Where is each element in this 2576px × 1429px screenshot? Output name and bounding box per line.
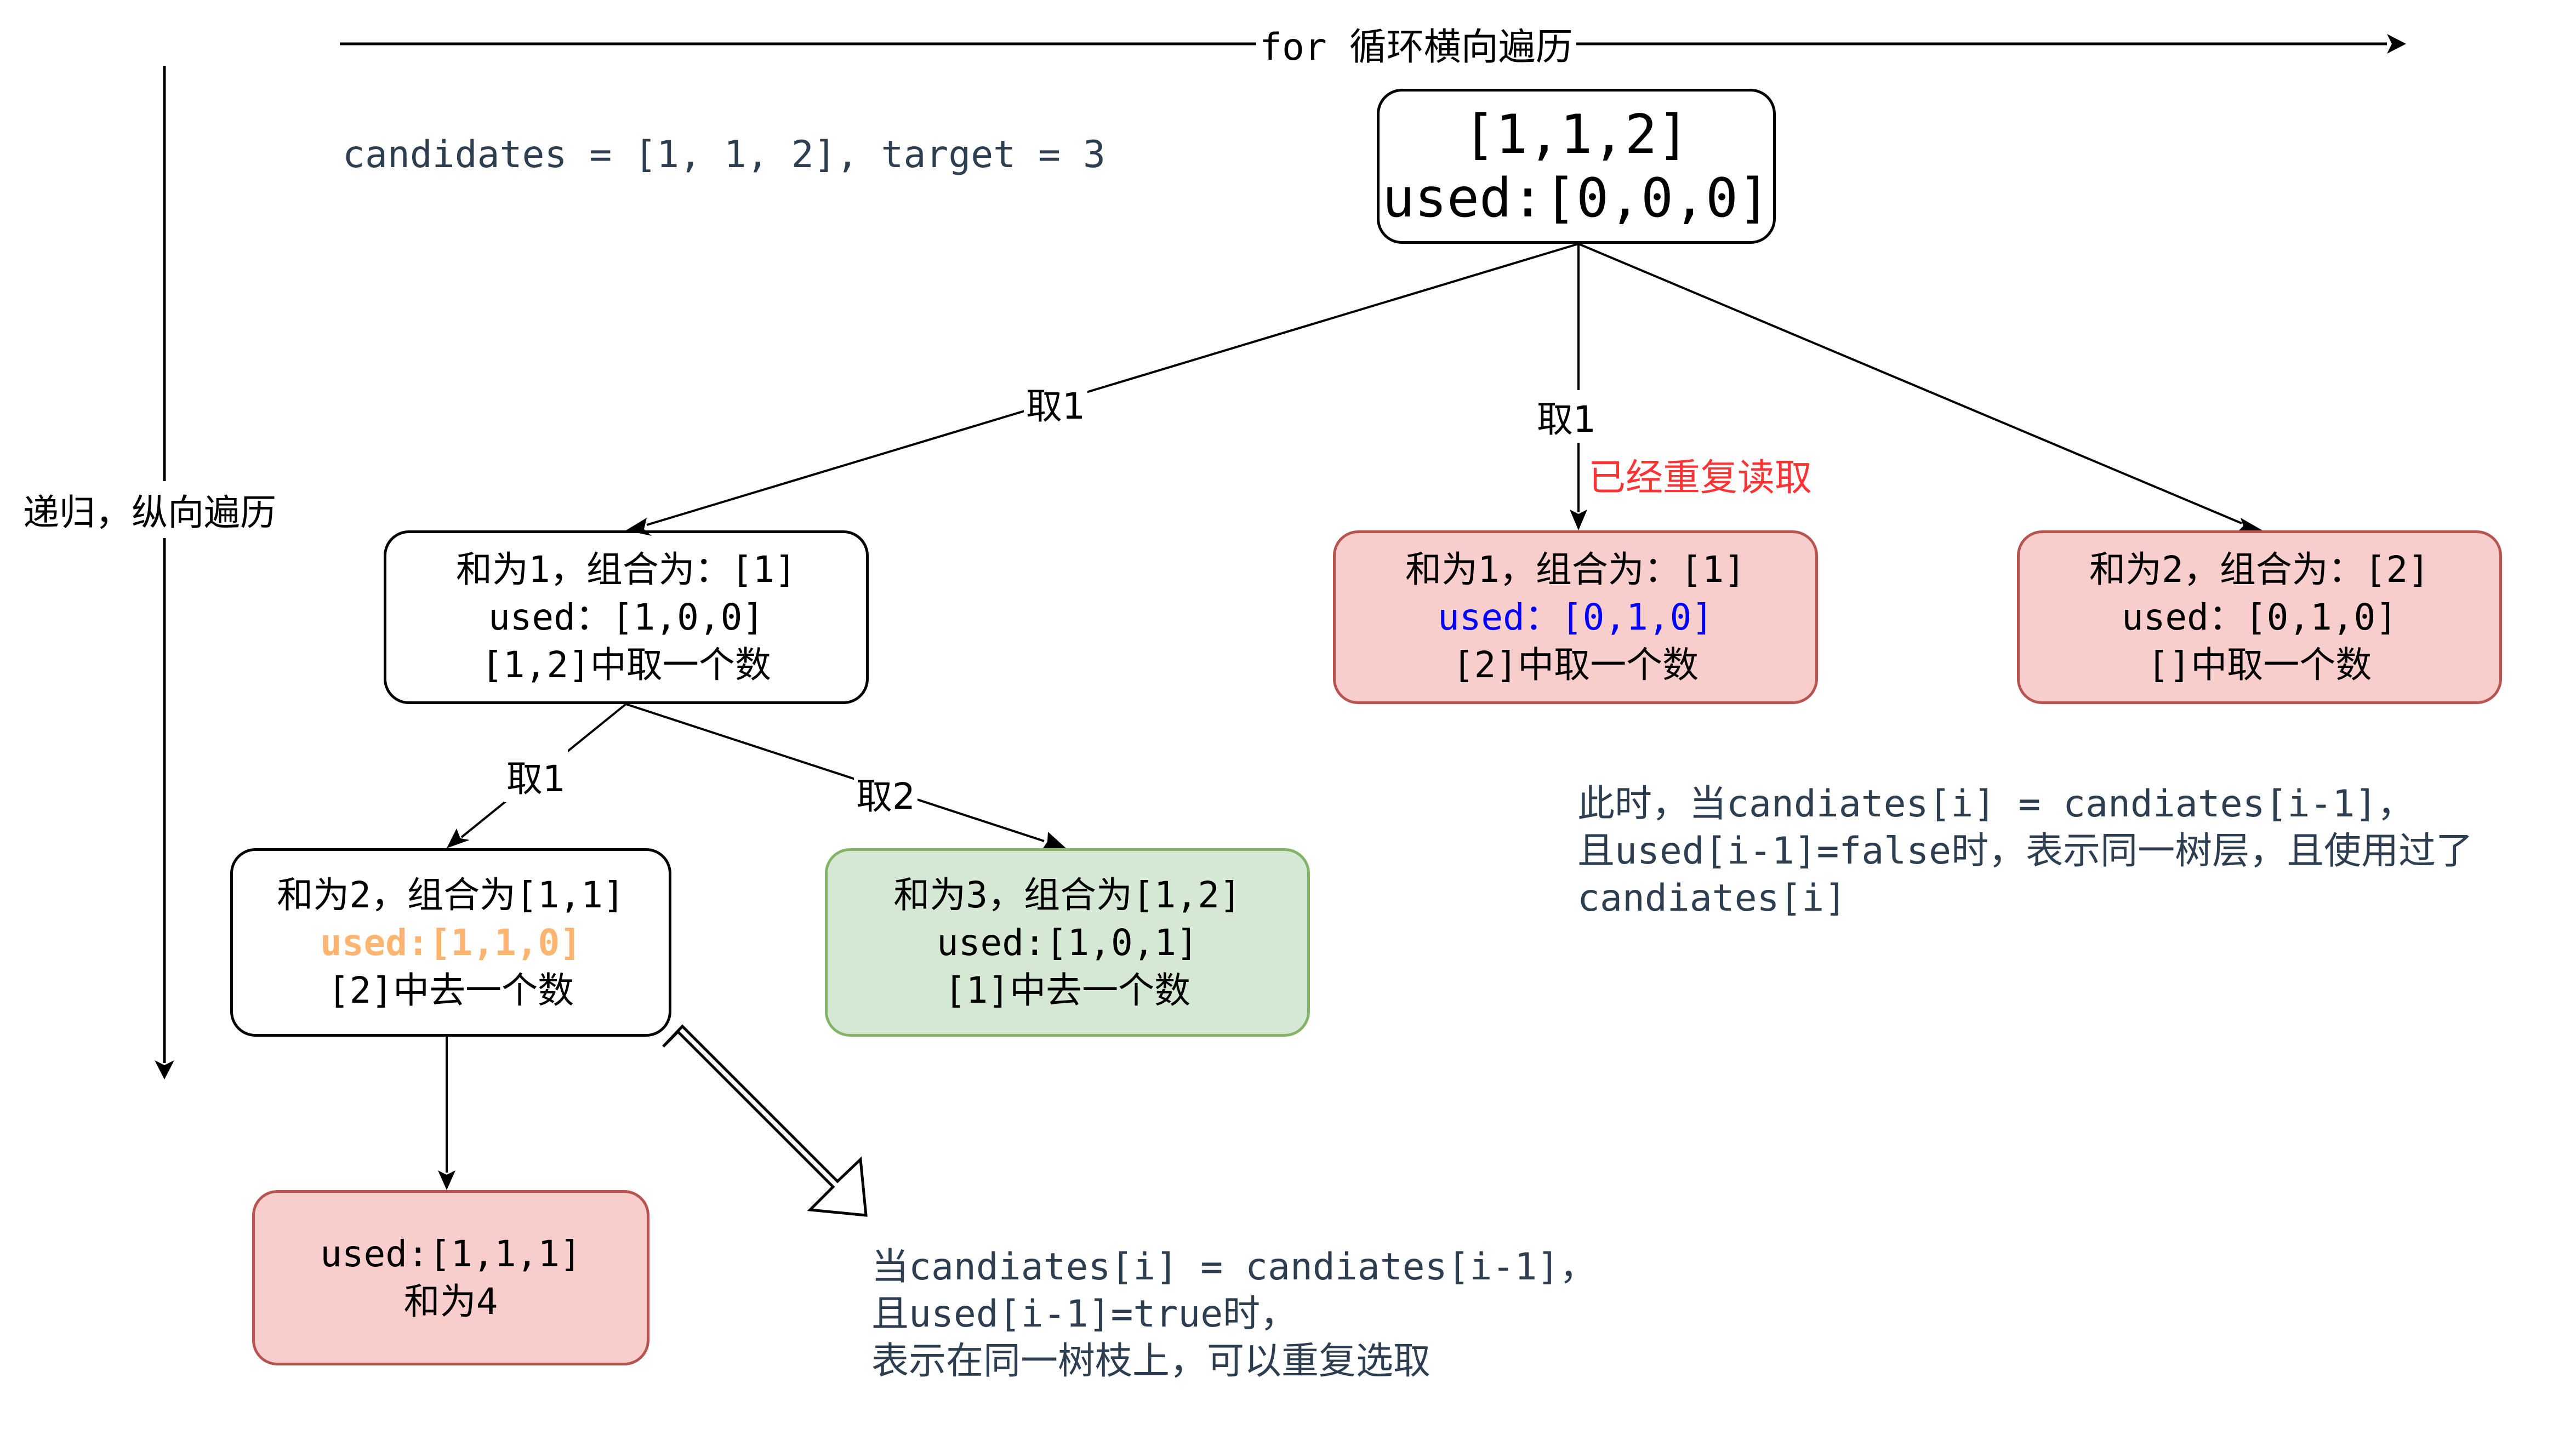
note-same-level-line-1: 此时，当candiates[i] = candiates[i-1]，: [1577, 782, 2415, 826]
arrowhead-left-to-leftleft: [447, 828, 470, 848]
edge-label-root-left: 取1: [1024, 377, 1087, 430]
note-same-level: 此时，当candiates[i] = candiates[i-1]， 且used…: [1577, 781, 2473, 922]
note-same-level-line-2: 且used[i-1]=false时，表示同一树层，且使用过了: [1577, 830, 2474, 873]
arrowhead-left-to-leftright: [1043, 832, 1066, 848]
vertical-axis-arrowhead: [155, 1060, 174, 1079]
horizontal-axis-arrowhead: [2387, 34, 2406, 54]
arrowhead-root-to-middle: [1570, 510, 1587, 530]
node-bottom-sum: 和为4: [403, 1281, 498, 1323]
root-used: used:[0,0,0]: [1382, 167, 1770, 230]
problem-statement-text: candidates = [1, 1, 2], target = 3: [343, 133, 1105, 176]
node-left-left-used: used:[1,1,0]: [320, 921, 582, 964]
note-same-branch-line-2: 且used[i-1]=true时，: [871, 1293, 1298, 1336]
node-left-right-sum: 和为3，组合为[1,2]: [893, 873, 1241, 916]
edge-label-left-right: 取2: [854, 767, 917, 820]
hollow-block-arrow: [662, 1024, 868, 1217]
node-left-left-sum: 和为2，组合为[1,1]: [277, 873, 625, 916]
node-left: 和为1，组合为：[1] used：[1,0,0] [1,2]中取一个数: [384, 530, 869, 704]
node-middle: 和为1，组合为：[1] used：[0,1,0] [2]中取一个数: [1333, 530, 1818, 704]
node-left-right: 和为3，组合为[1,2] used:[1,0,1] [1]中去一个数: [825, 848, 1310, 1037]
horizontal-axis-label-text: for 循环横向遍历: [1259, 26, 1573, 69]
node-left-left-remaining: [2]中去一个数: [327, 969, 574, 1011]
root-node: [1,1,2] used:[0,0,0]: [1377, 89, 1776, 244]
note-same-level-line-3: candiates[i]: [1577, 877, 1847, 920]
edge-label-left-left: 取1: [504, 750, 568, 802]
horizontal-axis-label: for 循环横向遍历: [1256, 16, 1576, 71]
arrowhead-root-to-right: [2235, 518, 2262, 534]
note-same-branch-line-1: 当candiates[i] = candiates[i-1]，: [871, 1245, 1597, 1289]
node-middle-used: used：[0,1,0]: [1437, 596, 1714, 638]
node-left-right-remaining: [1]中去一个数: [944, 969, 1191, 1011]
vertical-axis-label: 递归，纵向遍历: [23, 481, 276, 538]
node-left-right-used: used:[1,0,1]: [937, 921, 1198, 964]
note-same-branch: 当candiates[i] = candiates[i-1]， 且used[i-…: [871, 1244, 1597, 1385]
edge-root-to-right: [1578, 243, 2242, 524]
node-left-left: 和为2，组合为[1,1] used:[1,1,0] [2]中去一个数: [230, 848, 671, 1037]
note-same-branch-line-3: 表示在同一树枝上，可以重复选取: [871, 1340, 1431, 1383]
node-middle-remaining: [2]中取一个数: [1452, 644, 1699, 686]
node-left-used: used：[1,0,0]: [488, 596, 765, 638]
node-right-remaining: []中取一个数: [2147, 644, 2372, 686]
node-left-sum: 和为1，组合为：[1]: [456, 548, 796, 591]
edge-root-to-left: [646, 243, 1579, 526]
node-middle-sum: 和为1，组合为：[1]: [1405, 548, 1746, 591]
node-right-sum: 和为2，组合为：[2]: [2089, 548, 2430, 591]
edge-label-root-middle: 取1: [1535, 390, 1598, 443]
problem-statement: candidates = [1, 1, 2], target = 3: [343, 132, 1105, 179]
node-bottom-used: used:[1,1,1]: [320, 1233, 582, 1275]
node-left-remaining: [1,2]中取一个数: [481, 644, 771, 686]
arrowhead-leftleft-to-bottom: [438, 1170, 455, 1190]
node-right: 和为2，组合为：[2] used：[0,1,0] []中取一个数: [2017, 530, 2502, 704]
node-bottom: used:[1,1,1] 和为4: [252, 1190, 649, 1365]
edge-left-to-leftright: [625, 703, 1045, 842]
duplicate-read-warning: 已经重复读取: [1588, 456, 1813, 500]
node-right-used: used：[0,1,0]: [2121, 596, 2398, 638]
root-candidates: [1,1,2]: [1463, 103, 1690, 166]
vertical-axis-label-text: 递归，纵向遍历: [23, 491, 276, 534]
